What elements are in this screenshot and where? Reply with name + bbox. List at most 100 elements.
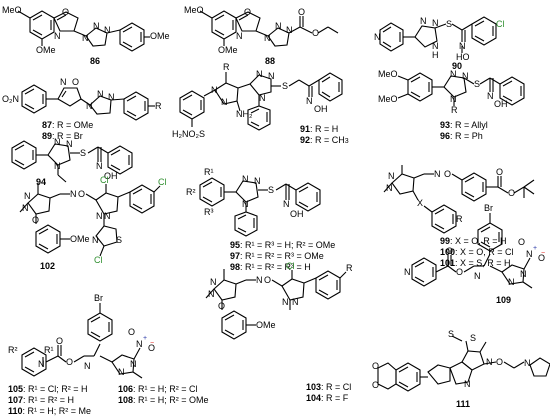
atom-label: N xyxy=(474,271,481,281)
substituent-caption: 92: R = CH3 xyxy=(300,135,349,145)
atom-label: S xyxy=(448,329,455,339)
atom-label: N xyxy=(96,211,103,221)
substituent-caption: 100: X = O, R = Cl xyxy=(440,247,514,258)
compound-number: 88 xyxy=(265,56,276,66)
charge-label: + xyxy=(533,245,538,252)
atom-label: O xyxy=(66,357,74,367)
atom-label: S xyxy=(80,148,87,158)
atom-label: N xyxy=(221,97,228,107)
structure-111 xyxy=(377,335,550,392)
atom-label: R xyxy=(155,101,162,111)
structure-95-98 xyxy=(199,177,321,237)
substituent-caption: 108: R¹ = H; R² = OMe xyxy=(118,395,209,406)
atom-label: O xyxy=(298,7,306,17)
atom-label: OMe xyxy=(256,320,276,330)
atom-label: N xyxy=(92,235,99,245)
structure-90 xyxy=(379,16,497,53)
compound-number: 106 xyxy=(118,384,134,394)
atom-label: O xyxy=(148,343,156,353)
substituent-caption: 89: R = Br xyxy=(42,131,83,142)
atom-label: N xyxy=(450,69,457,79)
atom-label: N xyxy=(93,21,100,31)
atom-label: N xyxy=(464,379,471,389)
substituent-text: : R¹ = R² = H xyxy=(23,395,75,405)
structure-94 xyxy=(11,140,133,183)
structure-88 xyxy=(199,10,339,47)
atom-label: N xyxy=(404,267,411,277)
atom-label: N xyxy=(118,367,125,377)
compound-number: 105 xyxy=(8,384,24,394)
atom-label: N xyxy=(236,31,243,41)
substituent-caption: 101: X = S, R = H xyxy=(440,258,511,269)
atom-label: N xyxy=(104,211,111,221)
substituent-text: : R¹ = H; R² = Cl xyxy=(133,384,198,394)
atom-label: S xyxy=(474,79,481,89)
atom-label: O xyxy=(312,28,320,38)
atom-label: N xyxy=(54,137,61,147)
substituent-text: : R = Cl xyxy=(321,382,352,392)
atom-label: R¹ xyxy=(44,345,54,355)
compound-number: 93 xyxy=(440,120,451,130)
atom-label: R² xyxy=(186,187,196,197)
atom-label: R¹ xyxy=(204,167,214,177)
atom-label: N xyxy=(136,339,143,349)
atom-label: S xyxy=(116,235,123,245)
atom-label: Cl xyxy=(100,175,109,185)
atom-label: OMe xyxy=(70,234,90,244)
atom-label: O xyxy=(496,357,504,367)
atom-label: R xyxy=(346,263,353,273)
atom-label: N xyxy=(282,297,289,307)
compound-number: 108 xyxy=(118,395,134,405)
atom-label: N xyxy=(286,25,293,35)
atom-label: N xyxy=(54,161,61,171)
structure-87-89 xyxy=(21,84,155,121)
compound-number: 95 xyxy=(230,240,241,250)
atom-label: O xyxy=(518,237,526,247)
atom-label: OH xyxy=(314,104,328,114)
atom-label: OH xyxy=(104,171,118,181)
compound-number: 86 xyxy=(90,56,101,66)
atom-label: O xyxy=(244,7,252,17)
compound-number: 87 xyxy=(42,120,53,130)
atom-label: N xyxy=(526,249,533,259)
substituent-text: : R = F xyxy=(321,393,349,403)
atom-label: N xyxy=(268,71,275,81)
structure-102 xyxy=(19,183,161,257)
atom-label: OH xyxy=(494,99,508,109)
atom-label: MeO xyxy=(2,5,22,15)
substituent-caption: 96: R = Ph xyxy=(440,131,483,142)
atom-label: N xyxy=(283,199,290,209)
atom-label: R xyxy=(223,62,230,72)
atom-label: N xyxy=(486,357,493,367)
charge-label: + xyxy=(143,335,148,342)
structure-103-104 xyxy=(205,269,347,340)
substituent-text: : X = O, R = Cl xyxy=(455,247,514,257)
atom-label: N xyxy=(242,199,249,209)
substituent-caption: 98: R¹ = R² = R³ = H xyxy=(230,262,311,273)
atom-label: O xyxy=(62,7,70,17)
compound-number: 99 xyxy=(440,236,451,246)
compound-number: 98 xyxy=(230,262,241,272)
structure-93-96 xyxy=(397,72,525,106)
compound-number: 92 xyxy=(300,135,311,145)
structure-105-110 xyxy=(21,303,143,379)
atom-label: O xyxy=(496,167,504,177)
atom-label: N xyxy=(54,31,61,41)
atom-label: N xyxy=(256,69,263,79)
substituent-caption: 103: R = Cl xyxy=(306,382,351,393)
atom-label: N xyxy=(22,203,29,213)
structure-86 xyxy=(17,10,150,52)
atom-label: O₂N xyxy=(2,94,19,104)
atom-label: MeO xyxy=(184,5,204,15)
atom-label: H xyxy=(432,50,439,60)
structure-99-101 xyxy=(383,165,535,234)
atom-label: N xyxy=(432,41,439,51)
atom-label: N xyxy=(211,85,218,95)
atom-label: N xyxy=(86,101,93,111)
atom-label: N xyxy=(84,361,91,371)
atom-label: N xyxy=(96,161,103,171)
atom-label: N xyxy=(208,289,215,299)
atom-label: R³ xyxy=(204,207,214,217)
atom-label: N xyxy=(82,33,89,43)
structure-109 xyxy=(411,213,533,289)
